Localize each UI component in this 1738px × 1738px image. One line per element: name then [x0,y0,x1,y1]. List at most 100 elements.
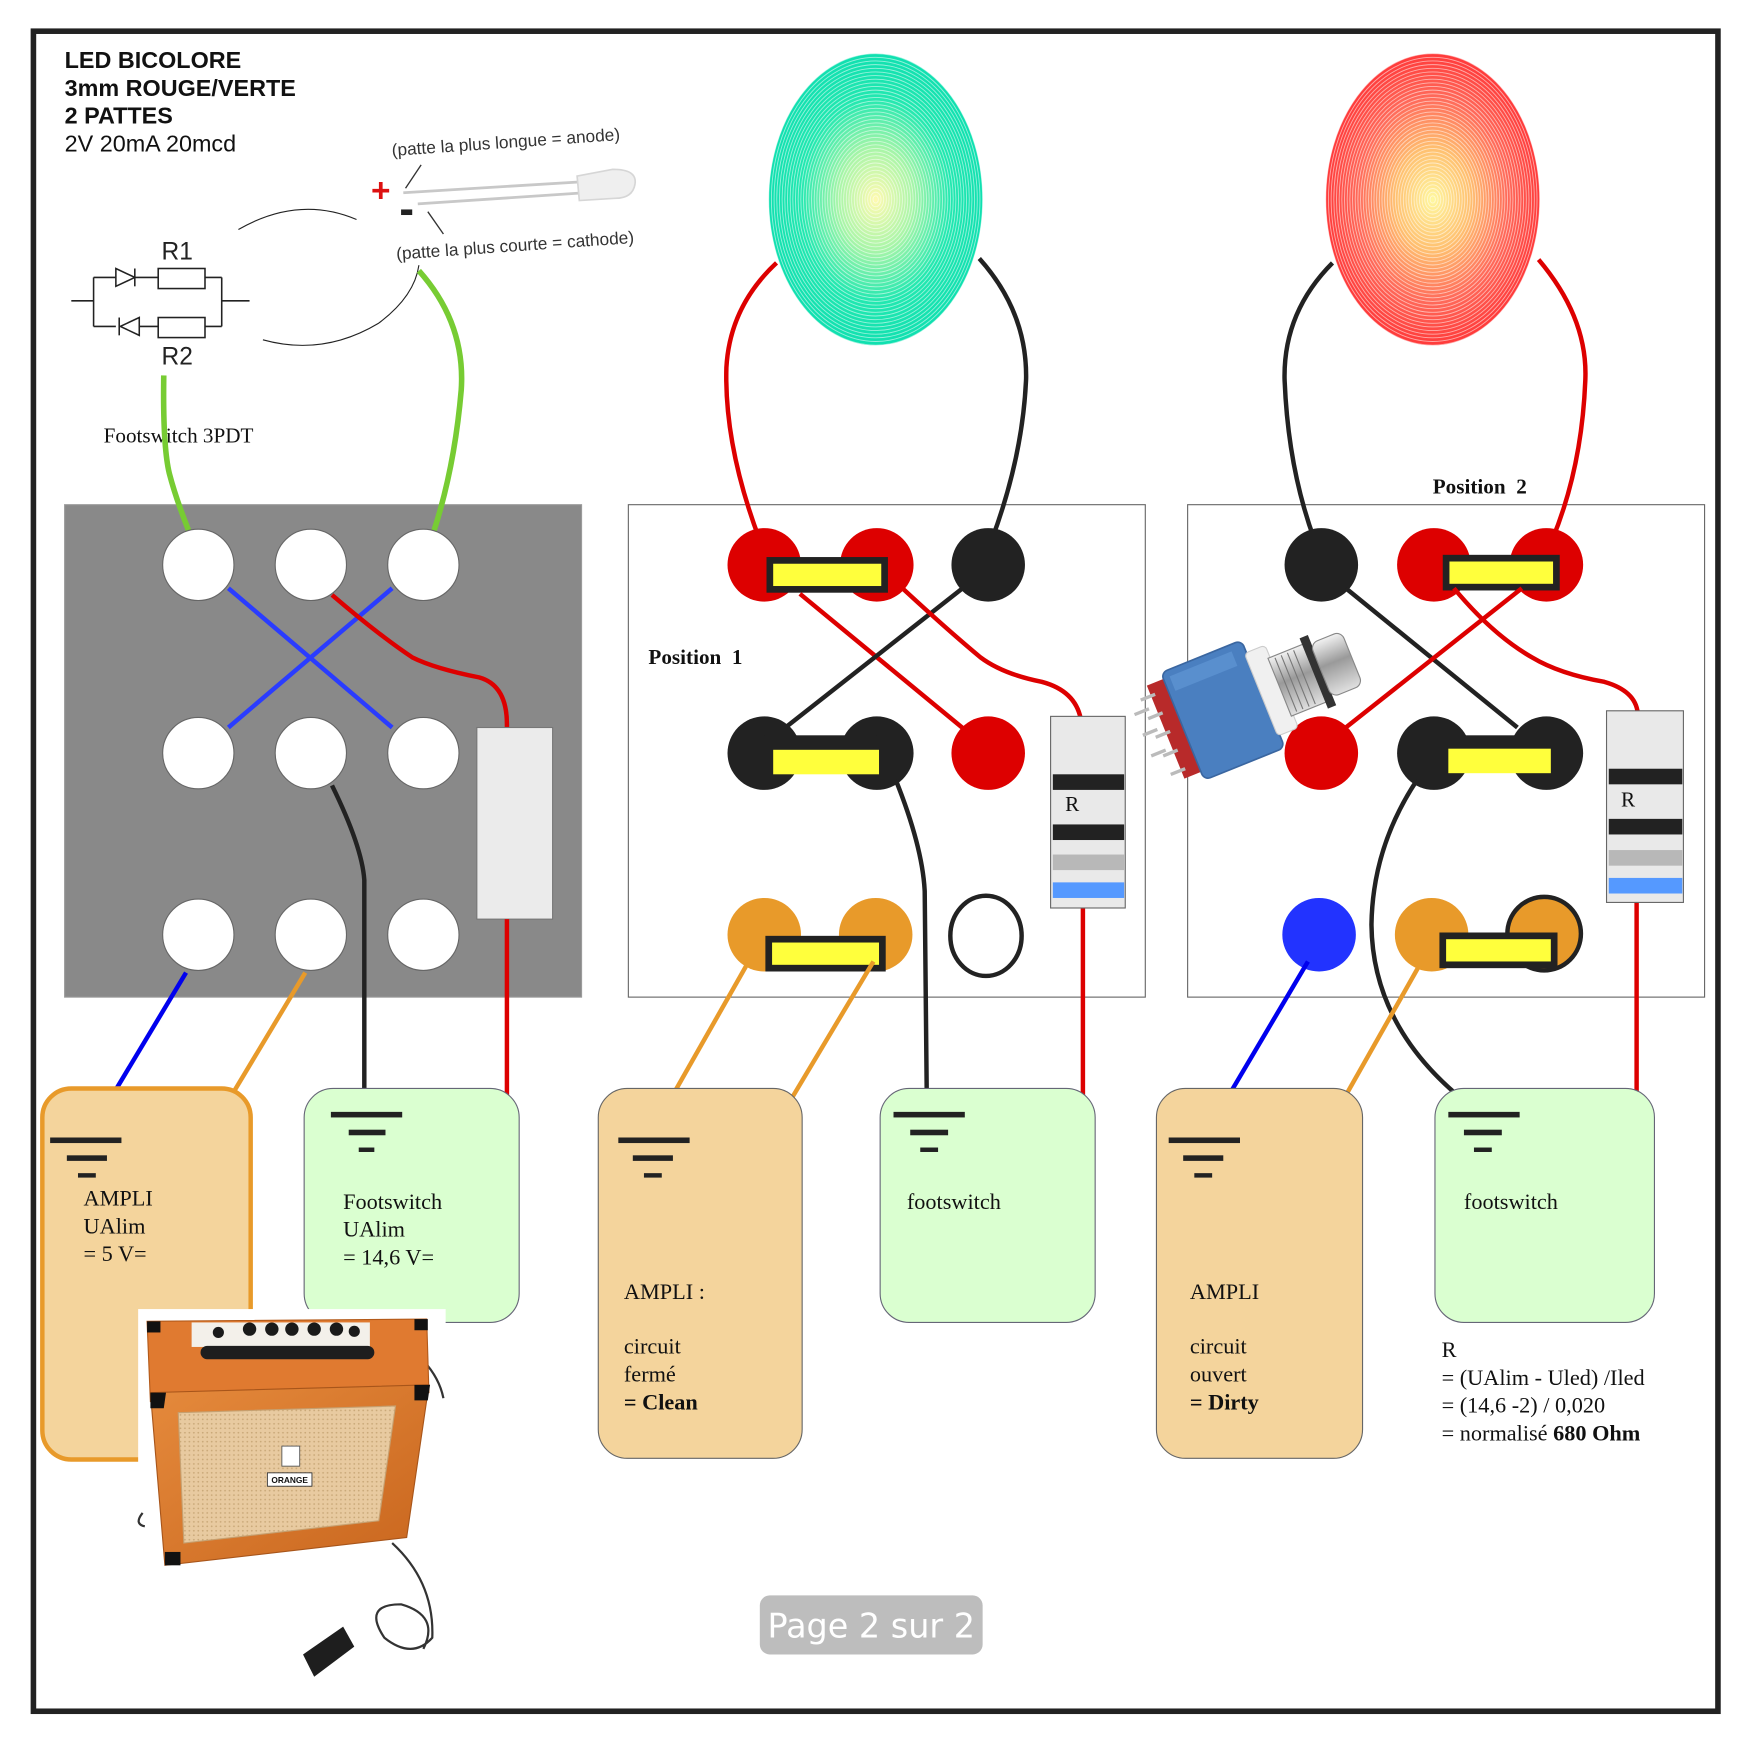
header-line-4: 2V 20mA 20mcd [65,131,237,157]
wire-red-pos2-resistor [1452,586,1640,714]
wire-black-pos2-ground [1369,778,1484,1116]
led-glow-ring [1344,78,1522,321]
wire-black-pos1-diag [784,586,964,730]
jumper-bar-highlight [1448,748,1551,774]
band-blue [1608,877,1683,894]
footswitch-box-2 [1434,1087,1655,1323]
led-glow-ring [1381,129,1484,270]
jumper-bar-highlight [773,563,882,587]
wire-red-led-red [1536,258,1588,542]
switch-lug [387,528,460,602]
footswitch-power-line-3: = 14,6 V= [343,1245,434,1270]
wire-red-led-green [724,261,779,542]
ampli-clean-title: AMPLI : [624,1279,705,1304]
led-glow-ring [824,129,927,270]
led-glow-ring [853,169,898,230]
led-glow-ring [1416,177,1450,222]
led-glow-ring [816,118,935,281]
led-glow-ring [1370,115,1495,284]
led-glow-ring [776,64,976,335]
amp-logo-plate [266,1472,313,1487]
page-indicator: Page 2 sur 2 [759,1595,983,1655]
position-2-lugs [1282,528,1584,973]
anode-leg [403,180,585,195]
bracket-arc-top [238,208,357,230]
gray-panel-lugs [162,528,460,971]
led-glow-ring [773,60,978,339]
resistor-r2-symbol [157,316,206,339]
led-glow-ring [805,104,946,295]
led-glow-ring [803,100,949,299]
led-glow-ring [1392,144,1474,255]
led-glow-ring [845,158,906,240]
led-glow-ring [1349,86,1517,313]
led-glow-ring [848,162,903,237]
led-glow-ring [813,115,938,284]
led-glow-ring [797,93,954,306]
ampli-dirty-result: = Dirty [1190,1389,1259,1414]
lug-red [951,716,1025,790]
led-green-glow [768,53,984,346]
amp-footswitch-pedal [303,1626,355,1677]
diode-forward-icon [115,267,137,288]
led-glow-ring [1325,53,1541,346]
lug-black [1284,528,1359,602]
lug-empty [948,893,1024,979]
led-glow-ring [832,140,919,259]
led-glow-ring [789,82,962,317]
header-line-2: 3mm ROUGE/VERTE [65,75,296,101]
led-glow-ring [1341,75,1525,324]
led-glow-ring [1362,104,1503,295]
ampli-power-line-1: AMPLI [84,1185,153,1210]
resistor-formula: R = (UAlim - Uled) /Iled = (14,6 -2) / 0… [1442,1337,1645,1446]
formula-line-1: = (UAlim - Uled) /Iled [1442,1365,1645,1390]
led-glow-ring [872,195,879,204]
led-glow-ring [1336,67,1530,332]
wire-green-left [160,375,192,534]
led-glow-ring [1424,188,1442,211]
led-glow-ring [1413,173,1452,226]
cathode-arrow [427,211,444,235]
r2-label: R2 [162,343,193,370]
band-black-2 [1608,818,1683,835]
minus-sign [401,209,413,216]
led-glow-ring [1400,155,1466,244]
footswitch-power-line-1: Footswitch [343,1189,442,1214]
resistor-r1-symbol [157,267,206,290]
led-glow-ring [1338,71,1527,328]
band-blue [1052,882,1125,898]
ampli-clean-box [597,1087,803,1459]
led-glow-ring [867,188,885,211]
led-glow-ring [1365,107,1501,291]
led-glow-ring [1410,169,1455,230]
ampli-dirty-line-2: ouvert [1190,1361,1248,1386]
resistor-body-gray-panel [476,726,554,920]
band-black-1 [1608,768,1683,785]
led-glow-ring [795,89,957,310]
led-glow-ring [861,180,890,219]
jumper-bar-highlight [773,749,880,775]
led-glow-ring [1357,96,1509,302]
orange-amp-photo: ORANGE [137,1309,446,1677]
led-glow-ring [1376,122,1490,277]
formula-line-3: = normalisé 680 Ohm [1442,1421,1641,1446]
led-glow-ring [768,53,984,346]
amp-logo-crest [281,1445,301,1467]
resistor-label-pos2: R [1621,788,1636,812]
led-glow-ring [1402,158,1463,240]
formula-line-0: R [1442,1337,1457,1362]
ground-icon [1168,1137,1240,1178]
ampli-dirty-line-1: circuit [1190,1334,1248,1359]
led-spec-header: LED BICOLORE 3mm ROUGE/VERTE 2 PATTES 2V… [65,47,296,157]
amp-handle [200,1345,375,1360]
ground-icon [618,1137,690,1178]
band-gray [1608,850,1683,866]
wire-red-pos1-diag [798,592,967,732]
led-glow-ring [837,147,914,251]
led-glow-ring [1408,166,1458,233]
anode-arrow [404,164,422,189]
jumper-bar-highlight [1446,939,1551,962]
wire-red-pos2-diag [1344,586,1524,730]
band-black-2 [1052,824,1125,841]
led-glow-ring [1378,126,1487,273]
